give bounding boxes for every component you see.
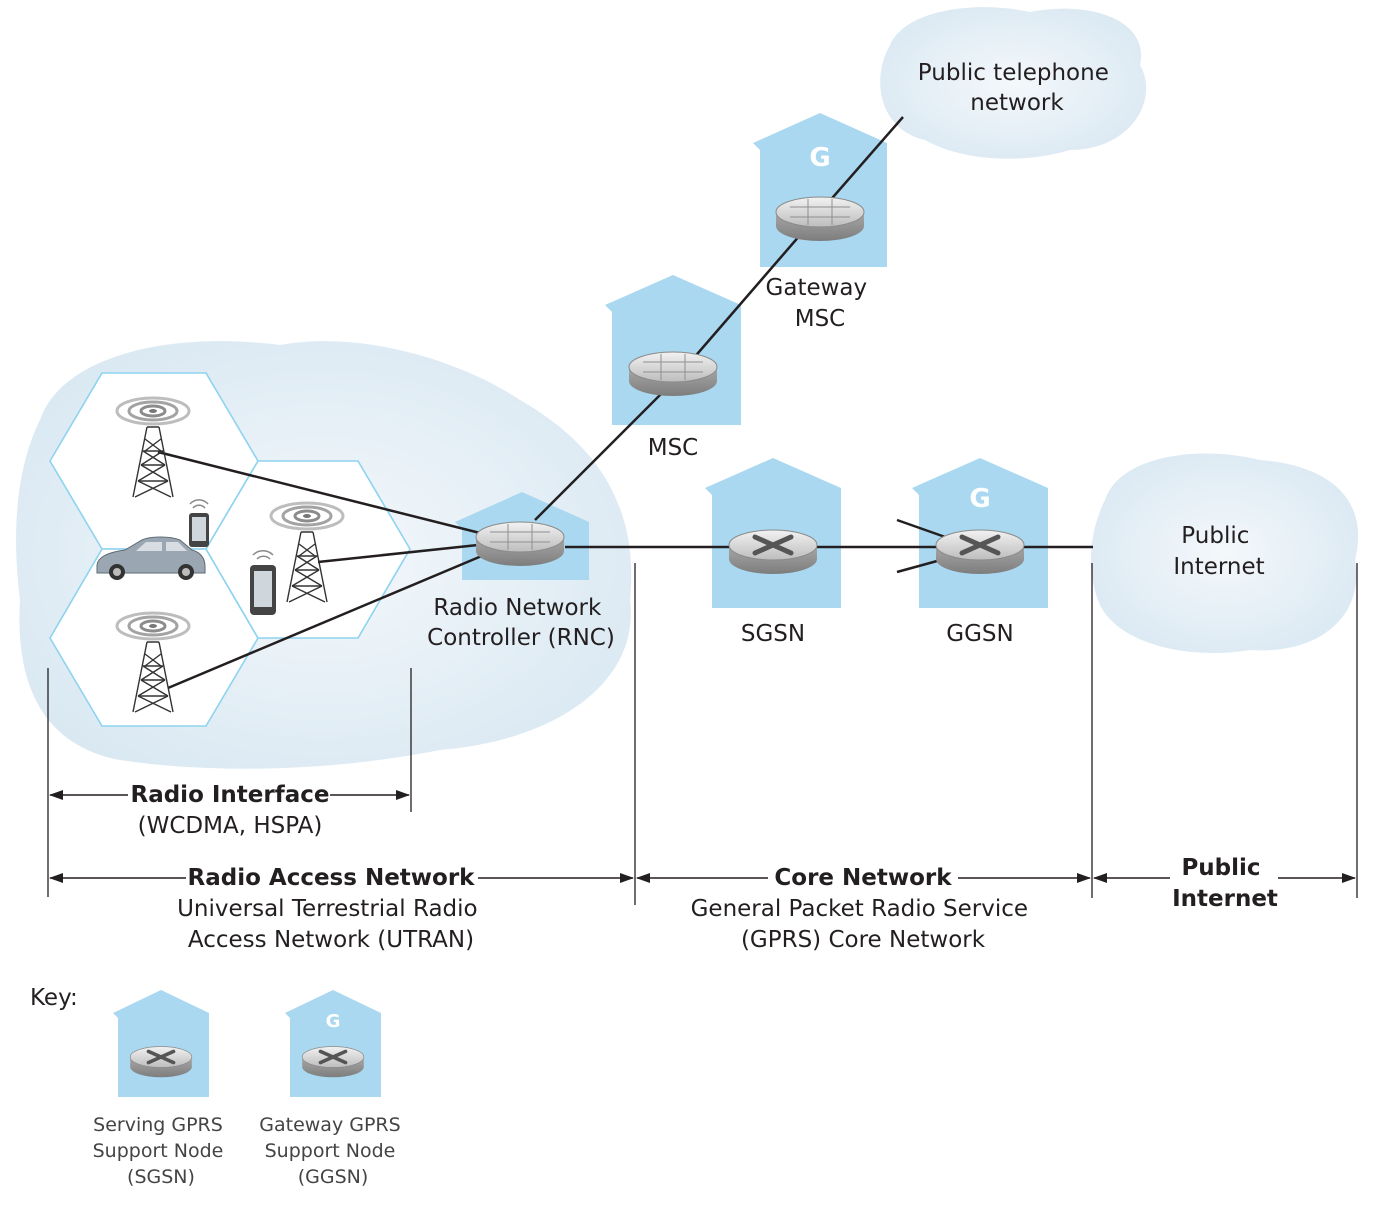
public-telephone-network-cloud — [880, 7, 1147, 159]
key-sgsn-switch-icon — [128, 1044, 194, 1080]
gateway-msc-router-icon — [775, 196, 865, 242]
msc-label: MSC — [648, 435, 699, 461]
core-network-subtitle: General Packet Radio Service (GPRS) Core… — [691, 896, 1036, 953]
rnc-router-icon — [475, 521, 565, 567]
key-gateway-g-letter: G — [326, 1011, 341, 1032]
core-network-title: Core Network — [774, 865, 952, 891]
gateway-msc-telephone-link — [819, 116, 904, 213]
public-telephone-network-label: Public telephone network — [918, 60, 1116, 116]
tower-rnc-link — [157, 450, 485, 536]
key-title: Key: — [30, 985, 78, 1011]
key-ggsn-house-icon — [285, 990, 381, 1097]
ggsn-switch-icon — [936, 530, 1024, 574]
public-internet-span-title: Public Internet — [1172, 855, 1278, 912]
key-ggsn-switch-icon — [300, 1044, 366, 1080]
key-ggsn-label: Gateway GPRS Support Node (GGSN) — [259, 1114, 406, 1188]
ggsn-label: GGSN — [946, 621, 1013, 647]
msc-router-icon — [628, 351, 718, 397]
tower-rnc-link — [317, 543, 479, 564]
house-icon — [605, 275, 741, 425]
radio-interface-title: Radio Interface — [130, 782, 329, 808]
ggsn-extra-link — [896, 518, 949, 540]
msc-gateway-msc-link — [672, 211, 821, 383]
phone-icon — [189, 499, 209, 547]
gateway-g-letter: G — [969, 484, 990, 514]
house-icon — [753, 113, 887, 267]
phone-icon — [250, 550, 276, 615]
rnc-msc-link — [534, 381, 674, 521]
sgsn-label: SGSN — [741, 621, 805, 647]
ran-title: Radio Access Network — [188, 865, 476, 891]
public-internet-cloud-label: Public Internet — [1173, 523, 1264, 580]
key-sgsn-label: Serving GPRS Support Node (SGSN) — [93, 1114, 230, 1188]
gateway-g-letter: G — [809, 143, 830, 173]
rnc-label: Radio Network Controller (RNC) — [427, 595, 615, 651]
sgsn-switch-icon — [729, 530, 817, 574]
car-icon — [96, 536, 206, 580]
key-sgsn-house-icon — [113, 990, 209, 1097]
public-internet-cloud — [1090, 453, 1359, 653]
radio-interface-subtitle: (WCDMA, HSPA) — [138, 813, 323, 839]
ran-subtitle: Universal Terrestrial Radio Access Netwo… — [177, 896, 485, 953]
gateway-msc-label: Gateway MSC — [766, 275, 875, 332]
tower-rnc-link — [167, 553, 485, 690]
